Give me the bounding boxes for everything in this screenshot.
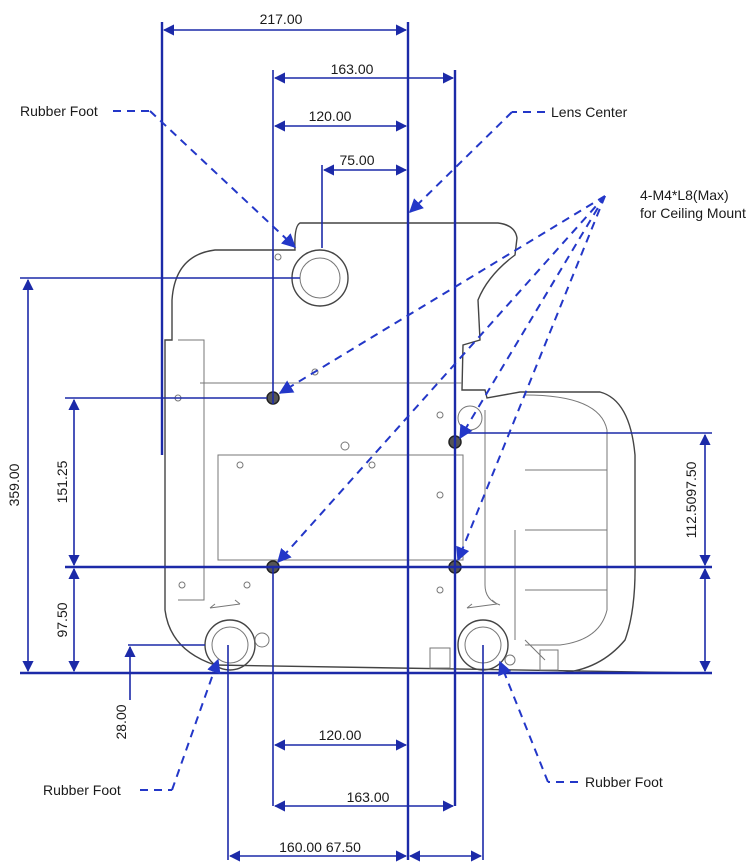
dim-120-top: 120.00 [309,108,352,124]
dim-163-top: 163.00 [331,61,374,77]
dim-97-left: 97.50 [54,602,70,637]
label-rubber-foot-bottom-right: Rubber Foot [585,774,663,790]
label-mount-line1: 4-M4*L8(Max) [640,187,729,203]
callout-labels: Rubber Foot Lens Center 4-M4*L8(Max) for… [20,103,746,798]
label-lens-center: Lens Center [551,104,628,120]
dim-160-67: 160.00 67.50 [279,839,361,855]
dim-75: 75.00 [339,152,374,168]
dimension-lines [20,22,712,862]
projector-body-outline [164,222,701,674]
dim-217: 217.00 [260,11,303,27]
dim-112-97-right: 112.5097.50 [683,461,699,538]
label-mount-line2: for Ceiling Mount [640,205,746,221]
dim-151: 151.25 [54,460,70,503]
dim-359: 359.00 [6,463,22,506]
dim-28: 28.00 [113,704,129,739]
ceiling-mount-holes [266,391,462,574]
dim-163-bottom: 163.00 [347,789,390,805]
dimension-texts: 217.00 163.00 120.00 75.00 359.00 151.25… [6,11,699,855]
label-rubber-foot-top: Rubber Foot [20,103,98,119]
label-rubber-foot-bottom-left: Rubber Foot [43,782,121,798]
leader-lines [113,110,606,791]
dim-120-bottom: 120.00 [319,727,362,743]
